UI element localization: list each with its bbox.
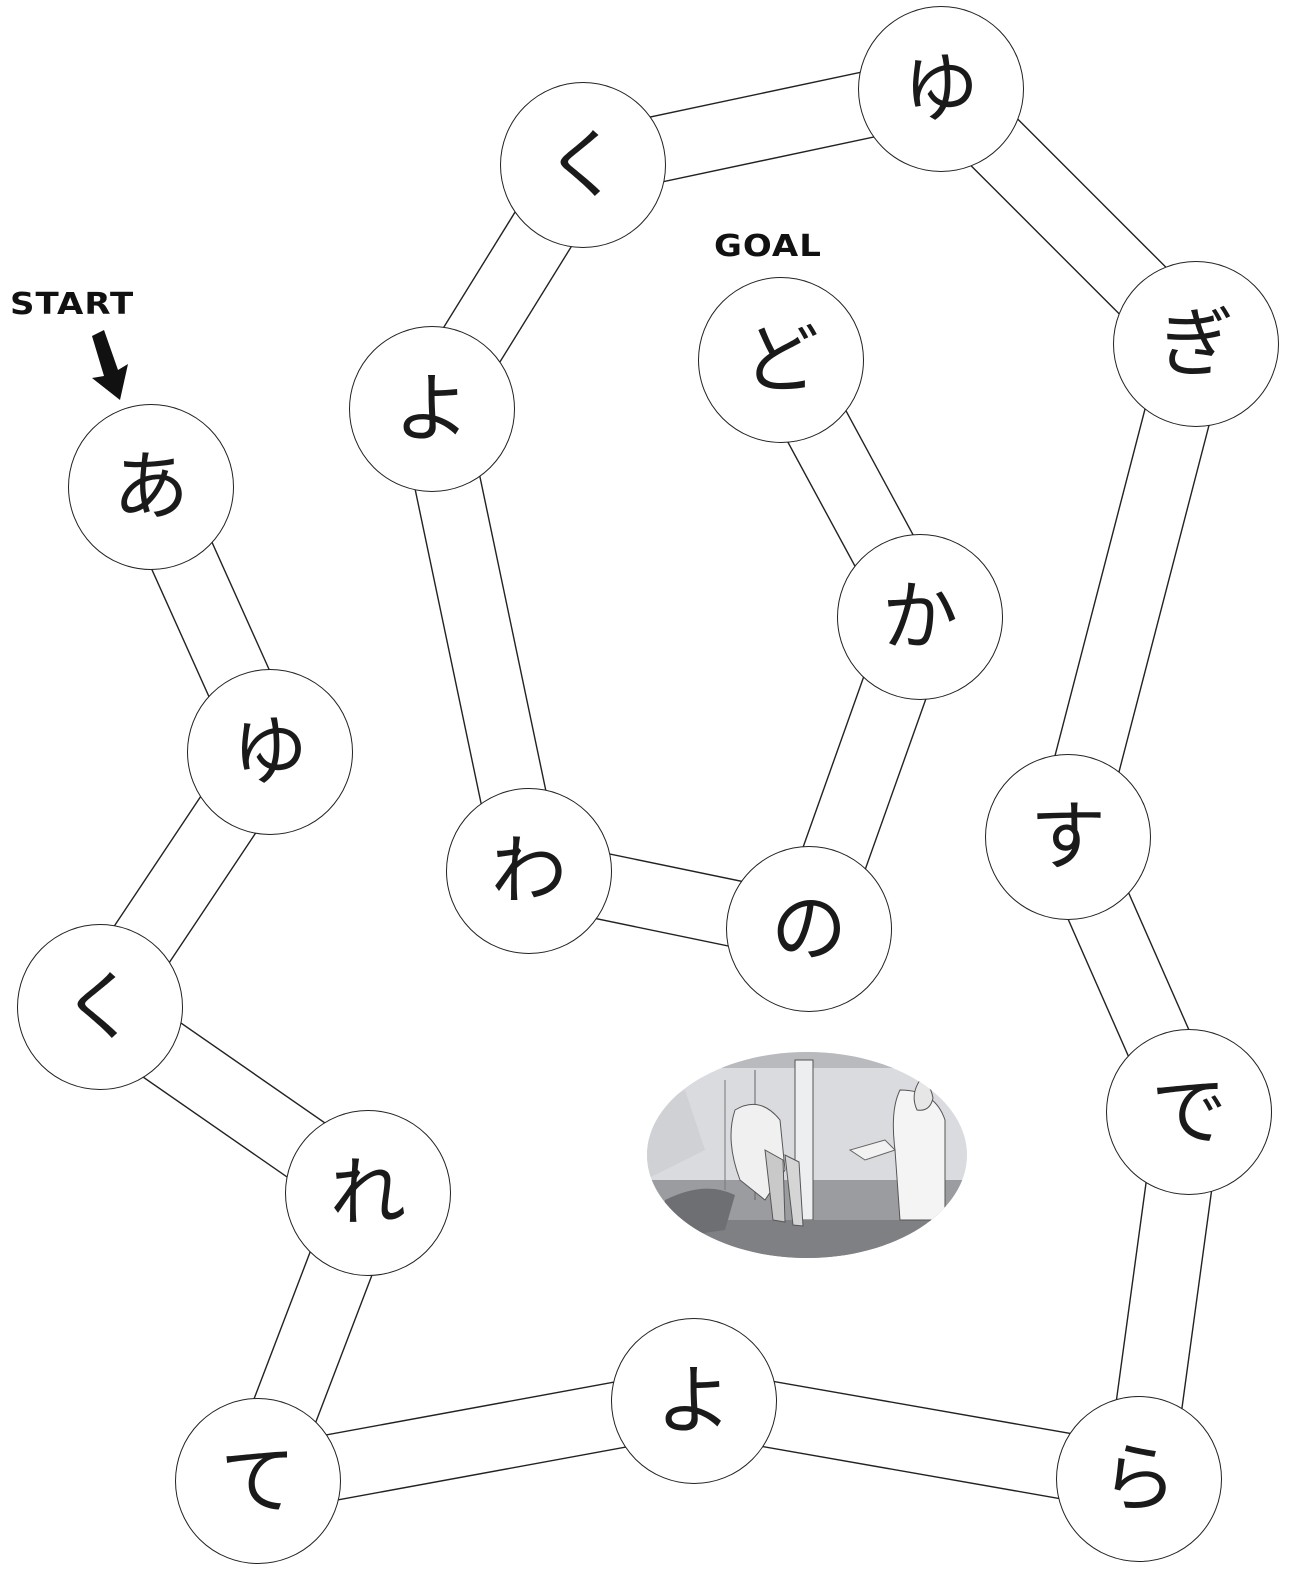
maze-cell-1[interactable]: あ xyxy=(68,404,234,570)
corridor-edge xyxy=(463,402,562,865)
people-at-shelf-illustration xyxy=(647,1052,967,1258)
maze-cell-12[interactable]: く xyxy=(500,82,666,248)
maze-cell-6[interactable]: よ xyxy=(611,1318,777,1484)
maze-cell-5[interactable]: て xyxy=(175,1398,341,1564)
maze-cell-2[interactable]: ゆ xyxy=(187,669,353,835)
maze-cell-11[interactable]: ゆ xyxy=(858,6,1024,172)
corridor-segment xyxy=(688,1368,1145,1512)
start-label: START xyxy=(10,286,135,322)
maze-cell-14[interactable]: わ xyxy=(446,788,612,954)
maze-cell-16[interactable]: か xyxy=(837,534,1003,700)
maze-cell-4[interactable]: れ xyxy=(285,1110,451,1276)
arrow-down-icon xyxy=(92,330,128,400)
corridor-segment xyxy=(576,56,948,198)
corridor-segment xyxy=(1106,1107,1222,1484)
corridor-segment xyxy=(399,402,562,878)
maze-cell-15[interactable]: の xyxy=(726,846,892,1012)
maze-cell-13[interactable]: よ xyxy=(349,326,515,492)
maze-cell-8[interactable]: で xyxy=(1106,1029,1272,1195)
maze-cell-9[interactable]: す xyxy=(985,754,1151,920)
maze-cell-10[interactable]: ぎ xyxy=(1113,261,1279,427)
corridor-edge xyxy=(399,415,498,878)
corridor-segment xyxy=(252,1368,700,1514)
corridor-edge xyxy=(1035,335,1165,829)
corridor-segment xyxy=(1036,335,1228,846)
maze-cell-7[interactable]: ら xyxy=(1056,1396,1222,1562)
maze-cell-goal[interactable]: ど xyxy=(698,277,864,443)
maze-cell-3[interactable]: く xyxy=(17,924,183,1090)
goal-label: GOAL xyxy=(714,228,822,264)
corridor-edge xyxy=(1099,352,1229,846)
